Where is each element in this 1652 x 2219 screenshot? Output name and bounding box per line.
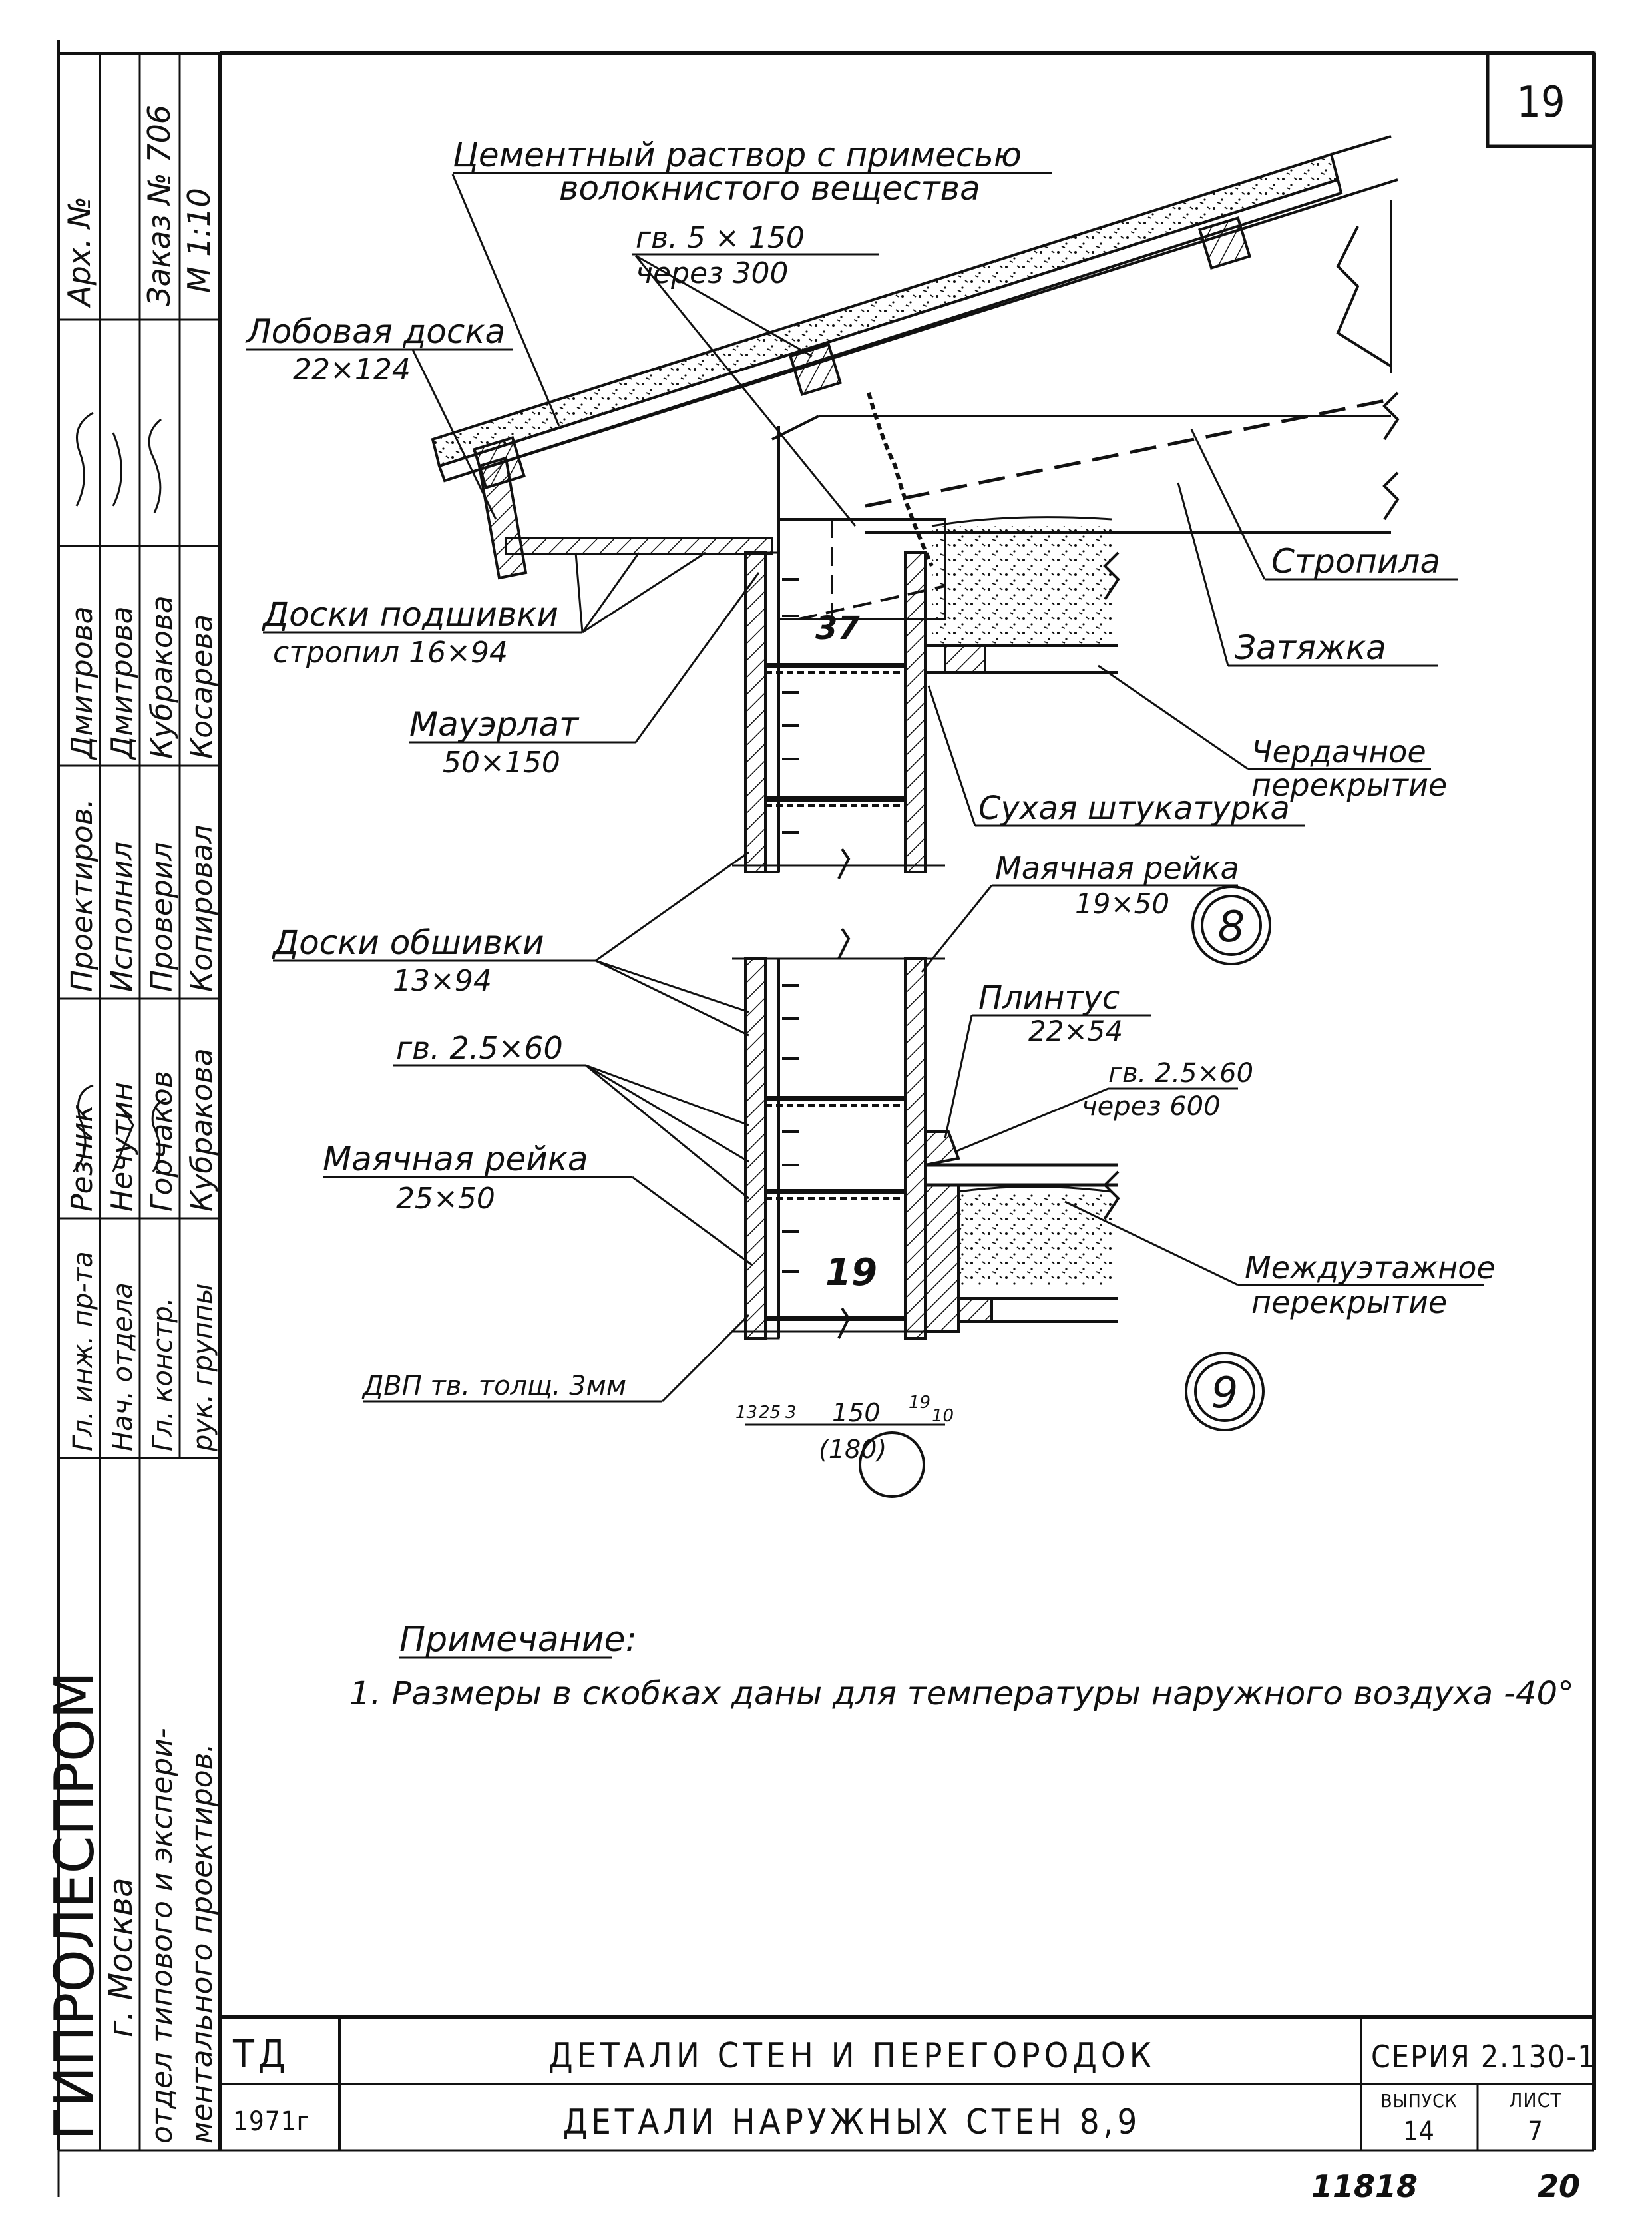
- wall-upper: 37: [732, 426, 1120, 879]
- dim-25: 25: [759, 1403, 781, 1423]
- stamp-name-8: Кубракова: [185, 1048, 219, 1212]
- label-fascia-1: Лобовая доска: [245, 312, 505, 351]
- signature-2: [72, 1084, 167, 1173]
- label-cladding-2: 13×94: [393, 964, 492, 998]
- label-nails-top-2: через 300: [636, 256, 788, 290]
- stamp-role-8: рук. группы: [188, 1283, 218, 1452]
- stamp-org: ГИПРОЛЕСПРОМ: [43, 1672, 106, 2140]
- tb-title-1: ДЕТАЛИ СТЕН И ПЕРЕГОРОДОК: [548, 2036, 1155, 2076]
- note-text: 1. Размеры в скобках даны для температур…: [349, 1675, 1574, 1712]
- label-attic-floor-2: перекрытие: [1251, 767, 1447, 803]
- label-tie-beam: Затяжка: [1235, 628, 1386, 667]
- label-rafter: Стропила: [1271, 542, 1440, 581]
- tb-sheet-label: ЛИСТ: [1509, 2089, 1562, 2112]
- label-attic-floor-1: Чердачное: [1251, 734, 1426, 770]
- label-fascia-2: 22×124: [293, 353, 411, 387]
- tb-issue-label: ВЫПУСК: [1380, 2090, 1457, 2112]
- label-nails-baseboard-1: гв. 2.5×60: [1108, 1058, 1253, 1089]
- leaders: [246, 172, 1484, 1403]
- stamp-name-2: Дмитрова: [105, 606, 139, 760]
- stamp-role-4: Копировал: [185, 825, 219, 992]
- label-guide-lath1-2: 19×50: [1075, 887, 1169, 920]
- dim-13: 13: [735, 1403, 757, 1423]
- marker-37: 37: [815, 610, 860, 647]
- stamp-archive: Арх. №: [61, 196, 97, 308]
- stamp-name-7: Горчаков: [145, 1071, 179, 1212]
- label-nails-baseboard-2: через 600: [1082, 1091, 1221, 1122]
- label-guide-lath2-1: Маячная рейка: [323, 1140, 588, 1178]
- stamp-city: г. Москва: [103, 1877, 140, 2037]
- callout-labels: Цементный раствор с примесью волокнистог…: [245, 136, 1496, 1401]
- roof-assembly: [431, 135, 1400, 580]
- footer-right: 20: [1538, 2168, 1580, 2204]
- side-stamp: Арх. № Заказ № 706 М 1:10 Проектиров. Ис…: [43, 52, 220, 2150]
- dimensions: 13 25 3 150 (180) 19 10: [735, 1393, 954, 1498]
- label-interfloor-1: Междуэтажное: [1245, 1250, 1496, 1286]
- page-number: 19: [1516, 78, 1565, 127]
- label-guide-lath2-2: 25×50: [396, 1182, 495, 1216]
- label-cement-1: Цементный раствор с примесью: [453, 136, 1022, 174]
- label-wall-plate-2: 50×150: [443, 746, 560, 780]
- tb-title-2: ДЕТАЛИ НАРУЖНЫХ СТЕН 8,9: [563, 2102, 1141, 2142]
- dim-10: 10: [932, 1406, 954, 1426]
- dim-180: (180): [819, 1435, 887, 1464]
- tb-series: СЕРИЯ 2.130-1: [1371, 2039, 1597, 2075]
- label-guide-lath1-1: Маячная рейка: [995, 850, 1239, 886]
- stamp-role-2: Исполнил: [105, 842, 139, 992]
- dim-3: 3: [785, 1403, 797, 1423]
- label-wall-plate-1: Мауэрлат: [409, 705, 580, 744]
- title-block: ТД 1971г ДЕТАЛИ СТЕН И ПЕРЕГОРОДОК ДЕТАЛ…: [220, 2015, 1597, 2150]
- footer: 11818 20: [1311, 2168, 1580, 2204]
- stamp-role-3: Проверил: [145, 842, 179, 992]
- stamp-name-6: Нечутин: [105, 1082, 139, 1212]
- stamp-scale: М 1:10: [181, 188, 217, 293]
- tb-year: 1971г: [233, 2106, 310, 2137]
- label-nails-top-1: гв. 5 × 150: [636, 221, 805, 255]
- stamp-role-1: Проектиров.: [65, 798, 99, 992]
- label-baseboard-1: Плинтус: [978, 979, 1120, 1017]
- label-baseboard-2: 22×54: [1028, 1015, 1123, 1047]
- label-cement-2: волокнистого вещества: [559, 169, 980, 208]
- footer-left: 11818: [1311, 2168, 1418, 2204]
- label-interfloor-2: перекрытие: [1251, 1284, 1447, 1320]
- label-fiberboard: ДВП тв. толщ. 3мм: [361, 1371, 626, 1401]
- label-cladding-1: Доски обшивки: [272, 923, 544, 962]
- tb-sheet: 7: [1528, 2116, 1544, 2147]
- dim-19: 19: [909, 1393, 930, 1413]
- stamp-name-1: Дмитрова: [65, 606, 99, 760]
- label-soffit-2: стропил 16×94: [273, 636, 508, 670]
- stamp-name-3: Кубракова: [145, 595, 179, 759]
- stamp-role-6: Нач. отдела: [108, 1282, 138, 1451]
- note: Примечание: 1. Размеры в скобках даны дл…: [349, 1620, 1574, 1712]
- tb-code: ТД: [232, 2031, 290, 2077]
- frame: [57, 40, 1596, 2197]
- wall-lower: 19: [732, 927, 1120, 1340]
- label-dry-plaster: Сухая штукатурка: [978, 790, 1290, 827]
- detail-8: 8: [1218, 903, 1245, 952]
- detail-markers: 8 9: [1185, 885, 1271, 1431]
- page-number-box: 19: [1486, 51, 1596, 148]
- label-nails-mid: гв. 2.5×60: [396, 1030, 563, 1066]
- stamp-role-5: Гл. инж. пр-та: [68, 1251, 99, 1451]
- label-soffit-1: Доски подшивки: [262, 595, 558, 634]
- stamp-dept-2: ментального проектиров.: [185, 1743, 219, 2144]
- stamp-role-7: Гл. констр.: [148, 1298, 178, 1451]
- dim-150: 150: [832, 1398, 881, 1427]
- stamp-dept-1: отдел типового и экспери-: [145, 1728, 179, 2144]
- tb-issue: 14: [1403, 2116, 1435, 2147]
- stamp-order: Заказ № 706: [141, 105, 177, 306]
- marker-19: 19: [825, 1251, 877, 1294]
- signature-1: [75, 411, 162, 513]
- stamp-name-4: Косарева: [185, 615, 219, 759]
- note-title: Примечание:: [399, 1620, 637, 1660]
- detail-9: 9: [1211, 1369, 1239, 1418]
